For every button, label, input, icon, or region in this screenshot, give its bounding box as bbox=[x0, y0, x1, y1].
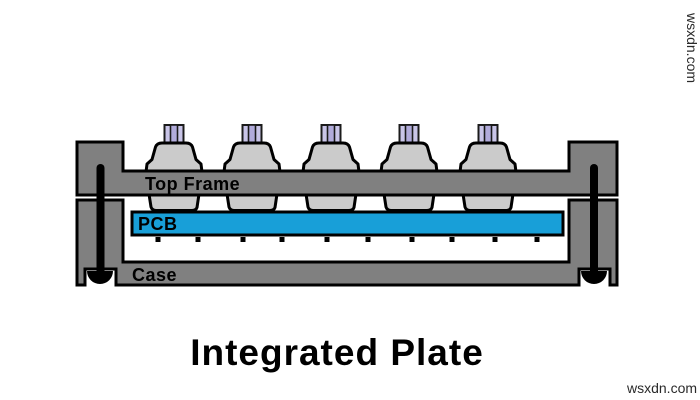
watermark-bottom-right: wsxdn.com bbox=[626, 380, 697, 396]
screw-right-head bbox=[581, 271, 607, 284]
pcb-pin bbox=[279, 237, 285, 242]
switch-4 bbox=[379, 123, 439, 212]
pcb-bar bbox=[130, 210, 565, 237]
switch-5 bbox=[458, 123, 518, 212]
pcb-pin bbox=[240, 237, 246, 242]
pcb-pin bbox=[492, 237, 498, 242]
watermark-top-right: wsxdn.com bbox=[684, 12, 700, 83]
screw-left-head bbox=[87, 271, 113, 284]
screw-left bbox=[87, 164, 113, 284]
diagram-title: Integrated Plate bbox=[190, 332, 484, 373]
pcb-pin bbox=[449, 237, 455, 242]
screw-right bbox=[581, 164, 607, 284]
pcb-pin bbox=[155, 237, 161, 242]
pcb-pin bbox=[534, 237, 540, 242]
switch-3 bbox=[301, 123, 361, 212]
pcb-pin bbox=[324, 237, 330, 242]
switch-1 bbox=[144, 123, 204, 212]
top-frame-label: Top Frame bbox=[145, 174, 240, 194]
pcb-pins bbox=[155, 237, 540, 242]
pcb-label: PCB bbox=[138, 214, 178, 234]
switch-2 bbox=[222, 123, 282, 212]
pcb-pin bbox=[365, 237, 371, 242]
pcb-pin bbox=[409, 237, 415, 242]
case-label: Case bbox=[132, 265, 177, 285]
switch-row bbox=[144, 123, 518, 212]
case-shape bbox=[75, 198, 619, 287]
screw-left-shaft bbox=[96, 164, 105, 275]
top-frame-shape bbox=[75, 140, 619, 197]
pcb-pin bbox=[195, 237, 201, 242]
screw-right-shaft bbox=[590, 164, 598, 275]
